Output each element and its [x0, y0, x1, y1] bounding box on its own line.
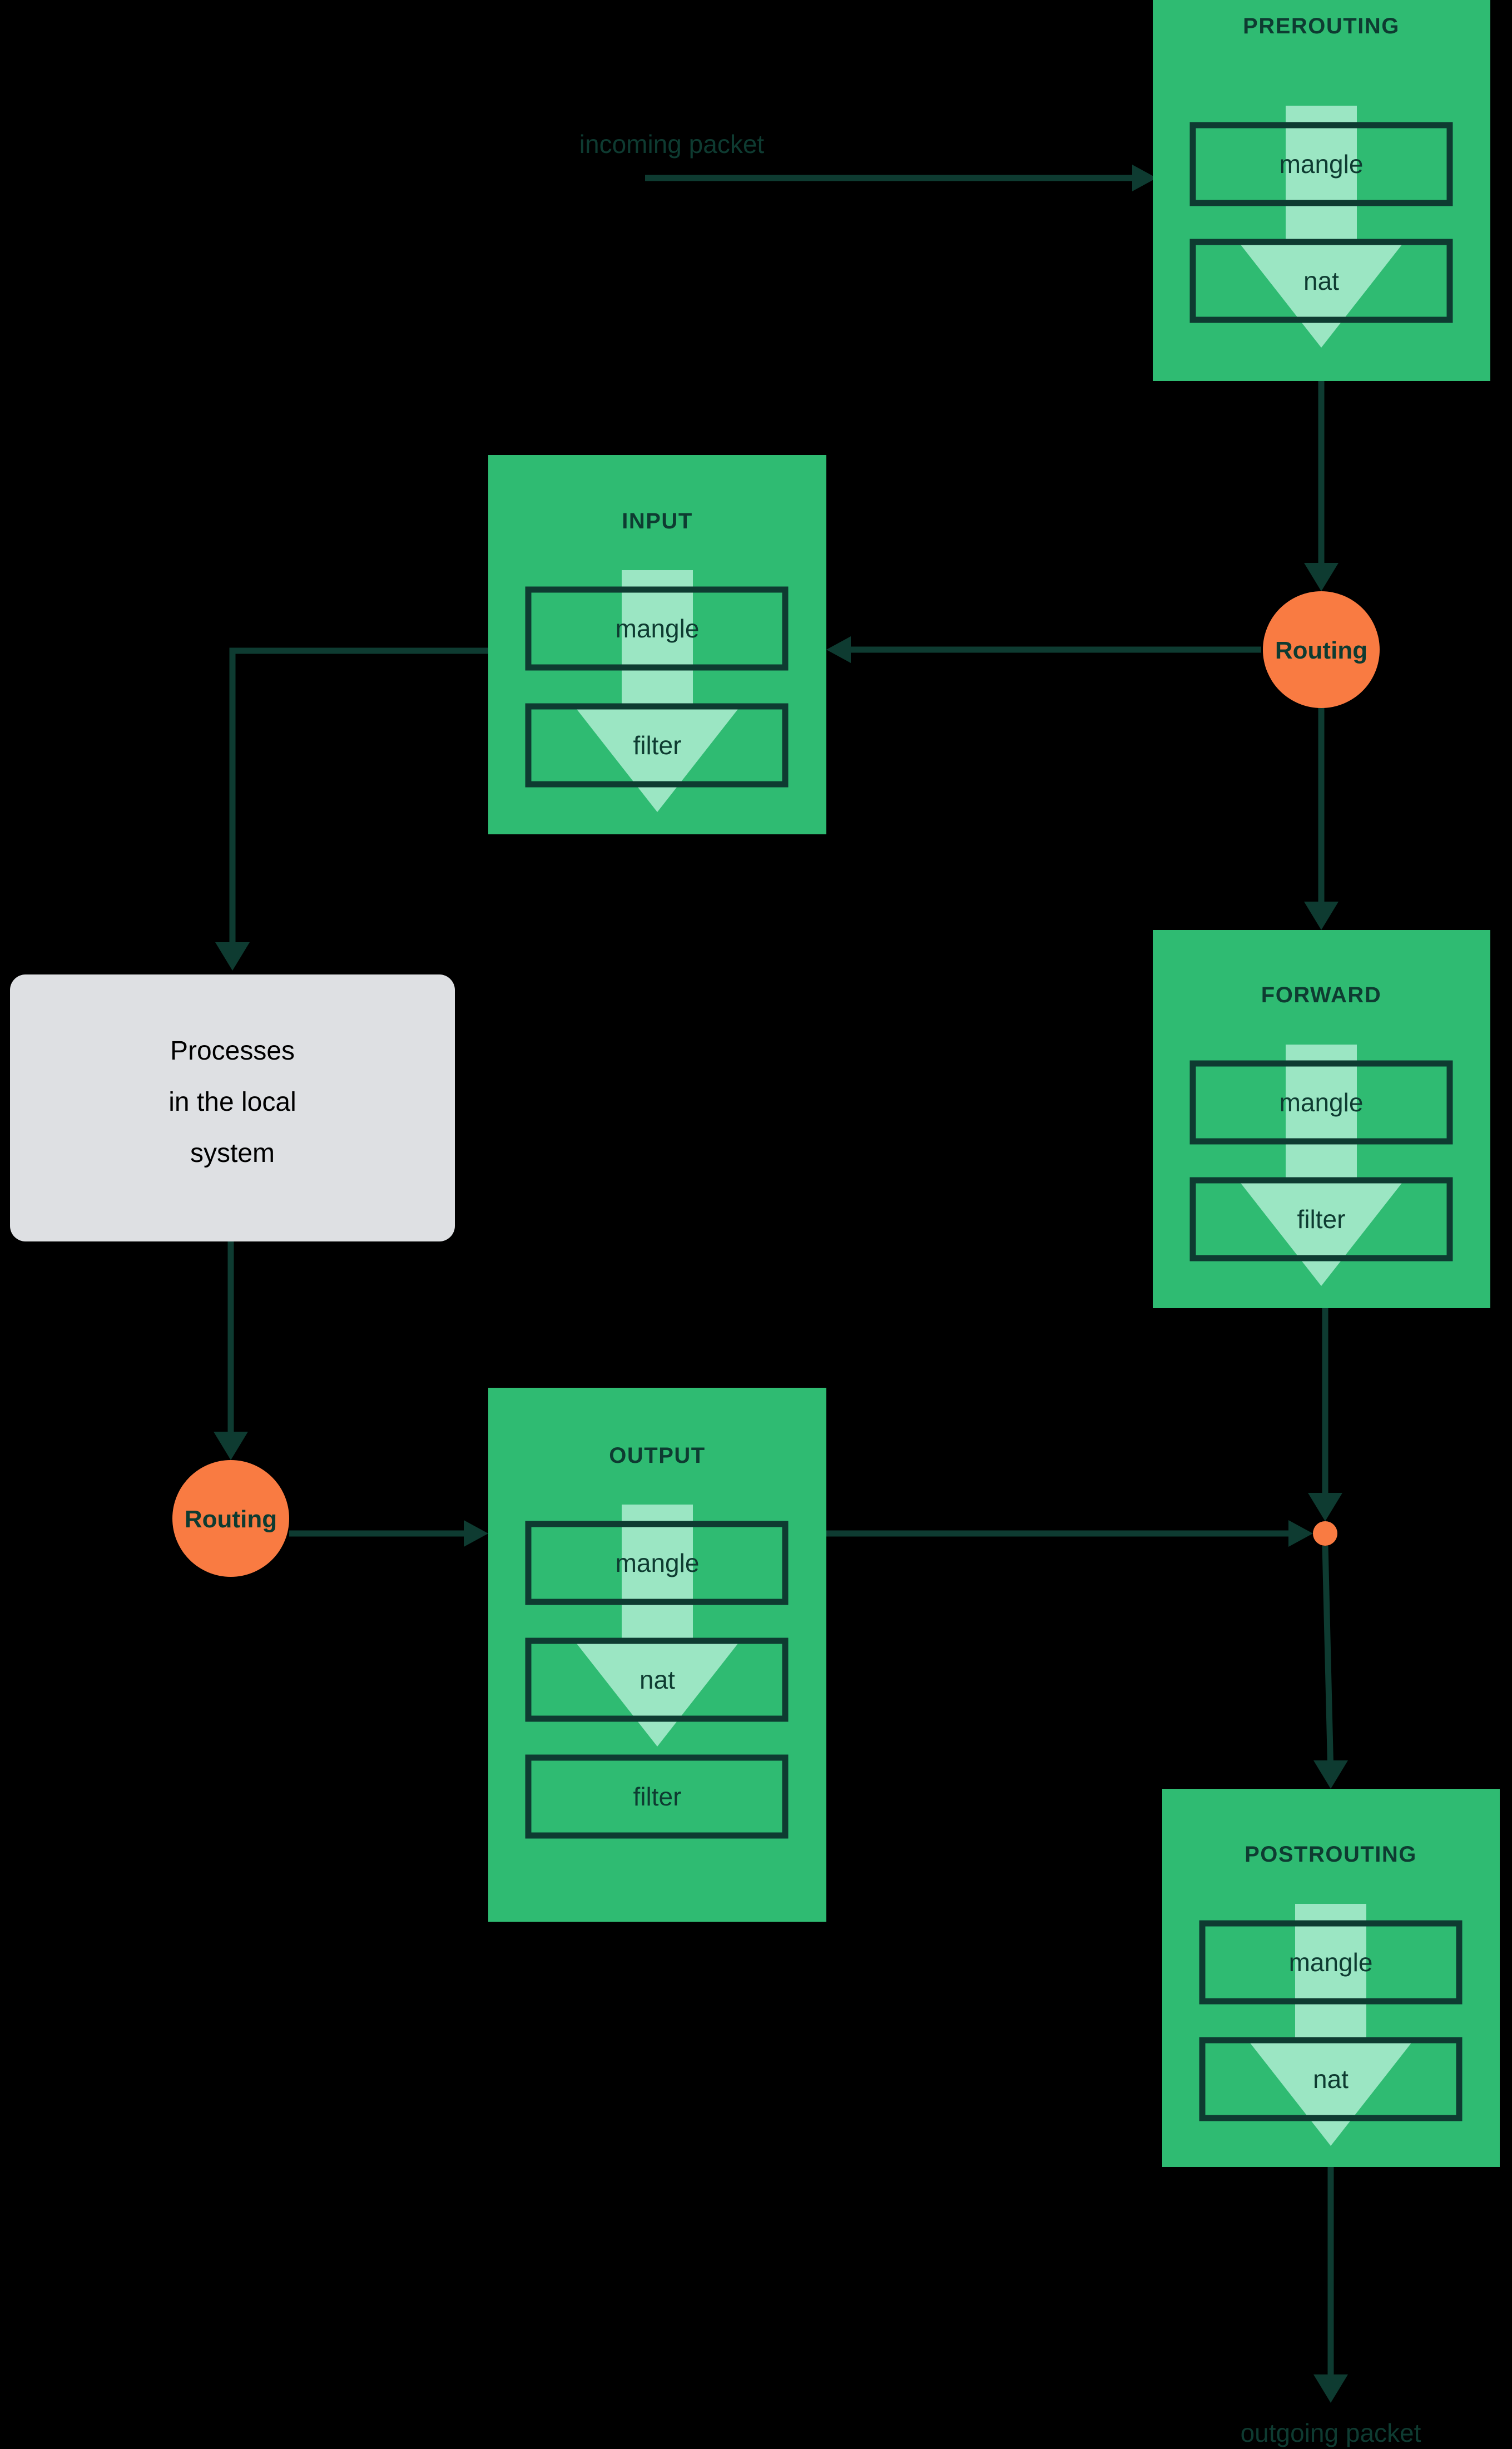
- postrouting-flow-shaft: [1295, 1904, 1366, 2043]
- forward-flow-arrowhead: [1241, 1183, 1402, 1286]
- connector-processes-to-routing: [214, 1241, 248, 1460]
- prerouting-table-mangle-label: mangle: [1280, 150, 1364, 179]
- chain-block-prerouting[interactable]: PREROUTING mangle nat: [1153, 0, 1490, 381]
- connector-junction-to-postrouting: [1313, 1545, 1348, 1789]
- prerouting-table-nat-label: nat: [1303, 266, 1339, 295]
- processes-line-1: Processes: [170, 1036, 295, 1066]
- connector-prerouting-to-routing: [1304, 381, 1339, 591]
- input-table-filter-box: [525, 703, 789, 788]
- incoming-packet-label: incoming packet: [579, 130, 765, 159]
- connector-routing-to-input: [826, 636, 1261, 663]
- output-flow-arrowhead: [577, 1644, 738, 1747]
- connector-forward-to-junction: [1308, 1308, 1342, 1521]
- forward-table-mangle-box: [1189, 1060, 1453, 1145]
- processes-box-rect: [10, 974, 455, 1241]
- routing-right-circle: [1263, 591, 1380, 708]
- input-table-mangle-label: mangle: [616, 614, 700, 643]
- postrouting-flow-arrowhead: [1250, 2043, 1411, 2146]
- chain-block-output[interactable]: OUTPUT mangle nat filter: [488, 1388, 826, 1922]
- output-table-mangle-box: [525, 1521, 789, 1605]
- connector-input-to-processes: [215, 647, 488, 971]
- forward-table-filter-box: [1189, 1177, 1453, 1261]
- connector-routing-to-output: [289, 1520, 488, 1547]
- processes-line-3: system: [190, 1139, 275, 1168]
- chain-block-forward[interactable]: FORWARD mangle filter: [1153, 930, 1490, 1308]
- output-table-mangle-label: mangle: [616, 1548, 700, 1577]
- postrouting-table-mangle[interactable]: mangle: [1199, 1920, 1463, 2005]
- postrouting-table-nat-label: nat: [1313, 2065, 1349, 2094]
- forward-flow-shaft: [1286, 1045, 1357, 1183]
- prerouting-title: PREROUTING: [1243, 14, 1400, 38]
- output-table-filter[interactable]: filter: [525, 1754, 789, 1839]
- input-table-mangle-box: [525, 586, 789, 671]
- output-table-mangle[interactable]: mangle: [525, 1521, 789, 1605]
- connector-incoming-to-prerouting: [645, 165, 1157, 191]
- routing-left-circle: [172, 1460, 289, 1577]
- connector-layer: [214, 165, 1348, 2403]
- processes-line-2: in the local: [168, 1087, 296, 1117]
- forward-title: FORWARD: [1261, 983, 1381, 1007]
- routing-right-label: Routing: [1275, 637, 1367, 664]
- prerouting-table-nat[interactable]: nat: [1189, 239, 1453, 323]
- postrouting-title: POSTROUTING: [1245, 1842, 1417, 1867]
- input-flow-arrowhead: [577, 709, 738, 812]
- outgoing-packet-label: outgoing packet: [1241, 2418, 1421, 2447]
- merge-junction-dot: [1313, 1521, 1337, 1546]
- output-table-nat-box: [525, 1637, 789, 1722]
- prerouting-table-mangle-box: [1189, 122, 1453, 206]
- output-flow-shaft: [622, 1505, 693, 1644]
- routing-node-left[interactable]: Routing: [172, 1460, 289, 1577]
- chain-block-postrouting[interactable]: POSTROUTING mangle nat: [1162, 1789, 1500, 2167]
- output-table-nat[interactable]: nat: [525, 1637, 789, 1722]
- output-title: OUTPUT: [609, 1443, 705, 1468]
- forward-table-mangle[interactable]: mangle: [1189, 1060, 1453, 1145]
- connector-output-to-junction: [826, 1520, 1313, 1547]
- prerouting-flow-shaft: [1286, 106, 1357, 245]
- input-flow-shaft: [622, 570, 693, 709]
- output-table-filter-label: filter: [633, 1782, 682, 1811]
- input-table-filter-label: filter: [633, 731, 682, 760]
- forward-table-filter-label: filter: [1297, 1205, 1346, 1234]
- forward-table-filter[interactable]: filter: [1189, 1177, 1453, 1261]
- prerouting-table-nat-box: [1189, 239, 1453, 323]
- postrouting-table-mangle-label: mangle: [1289, 1948, 1373, 1977]
- input-title: INPUT: [622, 509, 693, 533]
- connector-postrouting-to-outgoing: [1313, 2167, 1348, 2403]
- postrouting-table-nat-box: [1199, 2037, 1463, 2121]
- postrouting-table-nat[interactable]: nat: [1199, 2037, 1463, 2121]
- output-table-filter-box: [525, 1754, 789, 1839]
- routing-node-right[interactable]: Routing: [1263, 591, 1380, 708]
- chain-block-input[interactable]: INPUT mangle filter: [488, 455, 826, 834]
- postrouting-table-mangle-box: [1199, 1920, 1463, 2005]
- processes-box: Processes in the local system: [10, 974, 455, 1241]
- routing-left-label: Routing: [185, 1506, 277, 1533]
- output-table-nat-label: nat: [639, 1665, 675, 1694]
- input-table-mangle[interactable]: mangle: [525, 586, 789, 671]
- prerouting-flow-arrowhead: [1241, 245, 1402, 348]
- prerouting-table-mangle[interactable]: mangle: [1189, 122, 1453, 206]
- connector-routing-to-forward: [1304, 708, 1339, 930]
- forward-table-mangle-label: mangle: [1280, 1088, 1364, 1117]
- input-table-filter[interactable]: filter: [525, 703, 789, 788]
